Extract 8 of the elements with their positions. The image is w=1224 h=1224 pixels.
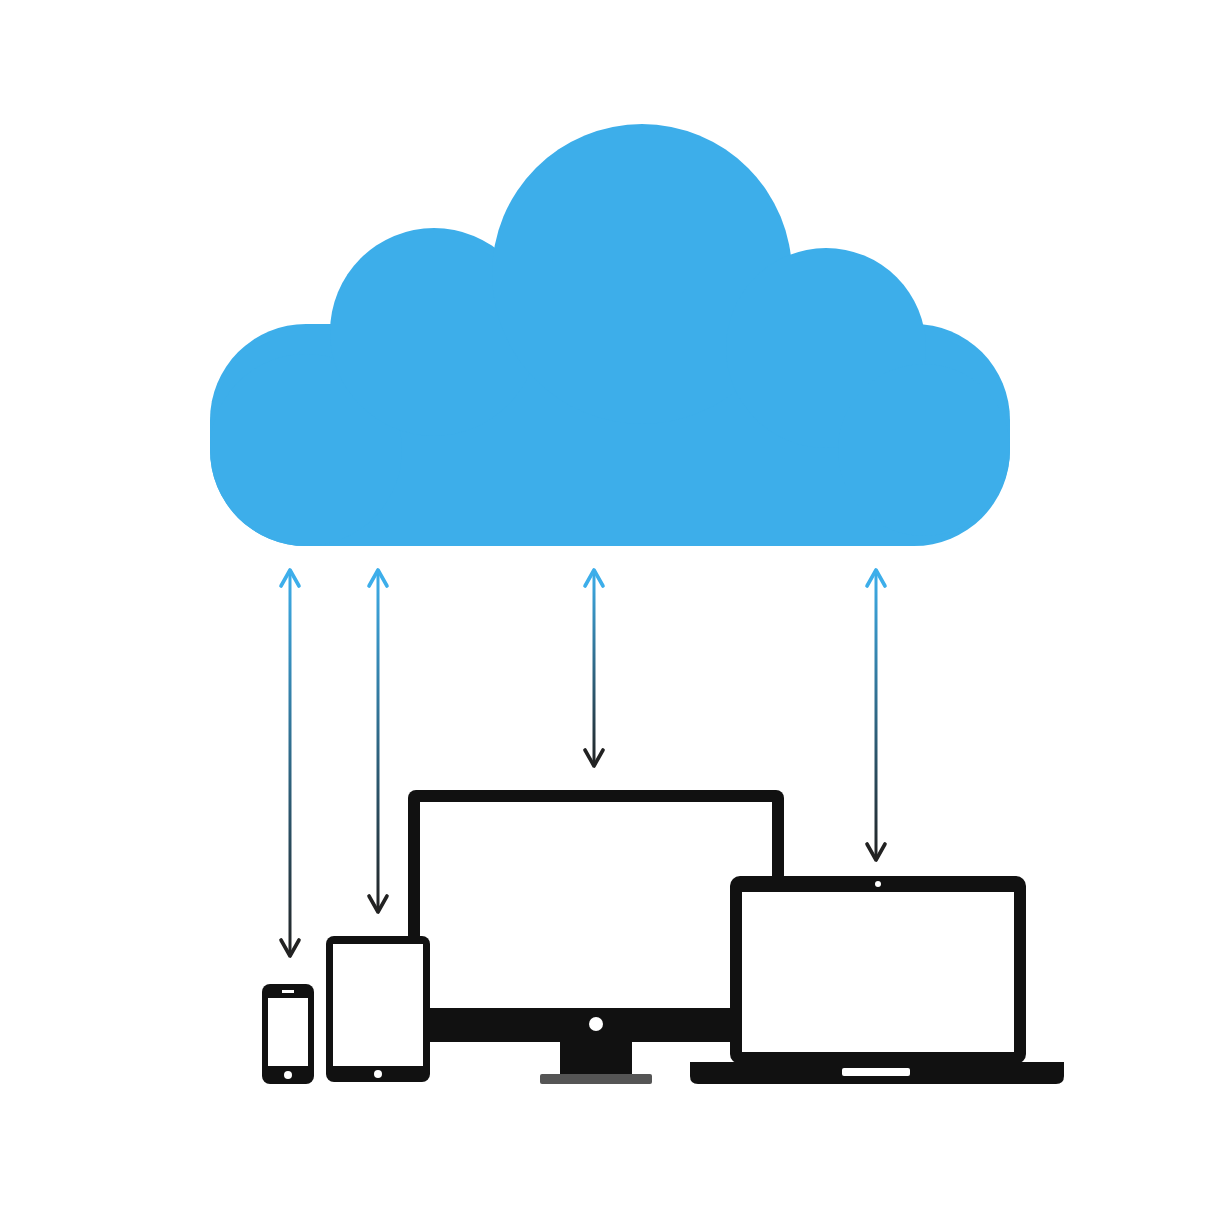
smartphone-icon (262, 984, 314, 1084)
cloud-shape (210, 124, 1010, 546)
double-headed-arrow (583, 568, 605, 768)
double-headed-arrow (367, 568, 389, 914)
double-headed-arrow (279, 568, 301, 958)
laptop-icon (690, 876, 1064, 1084)
double-headed-arrow (865, 568, 887, 862)
tablet-icon (326, 936, 430, 1082)
